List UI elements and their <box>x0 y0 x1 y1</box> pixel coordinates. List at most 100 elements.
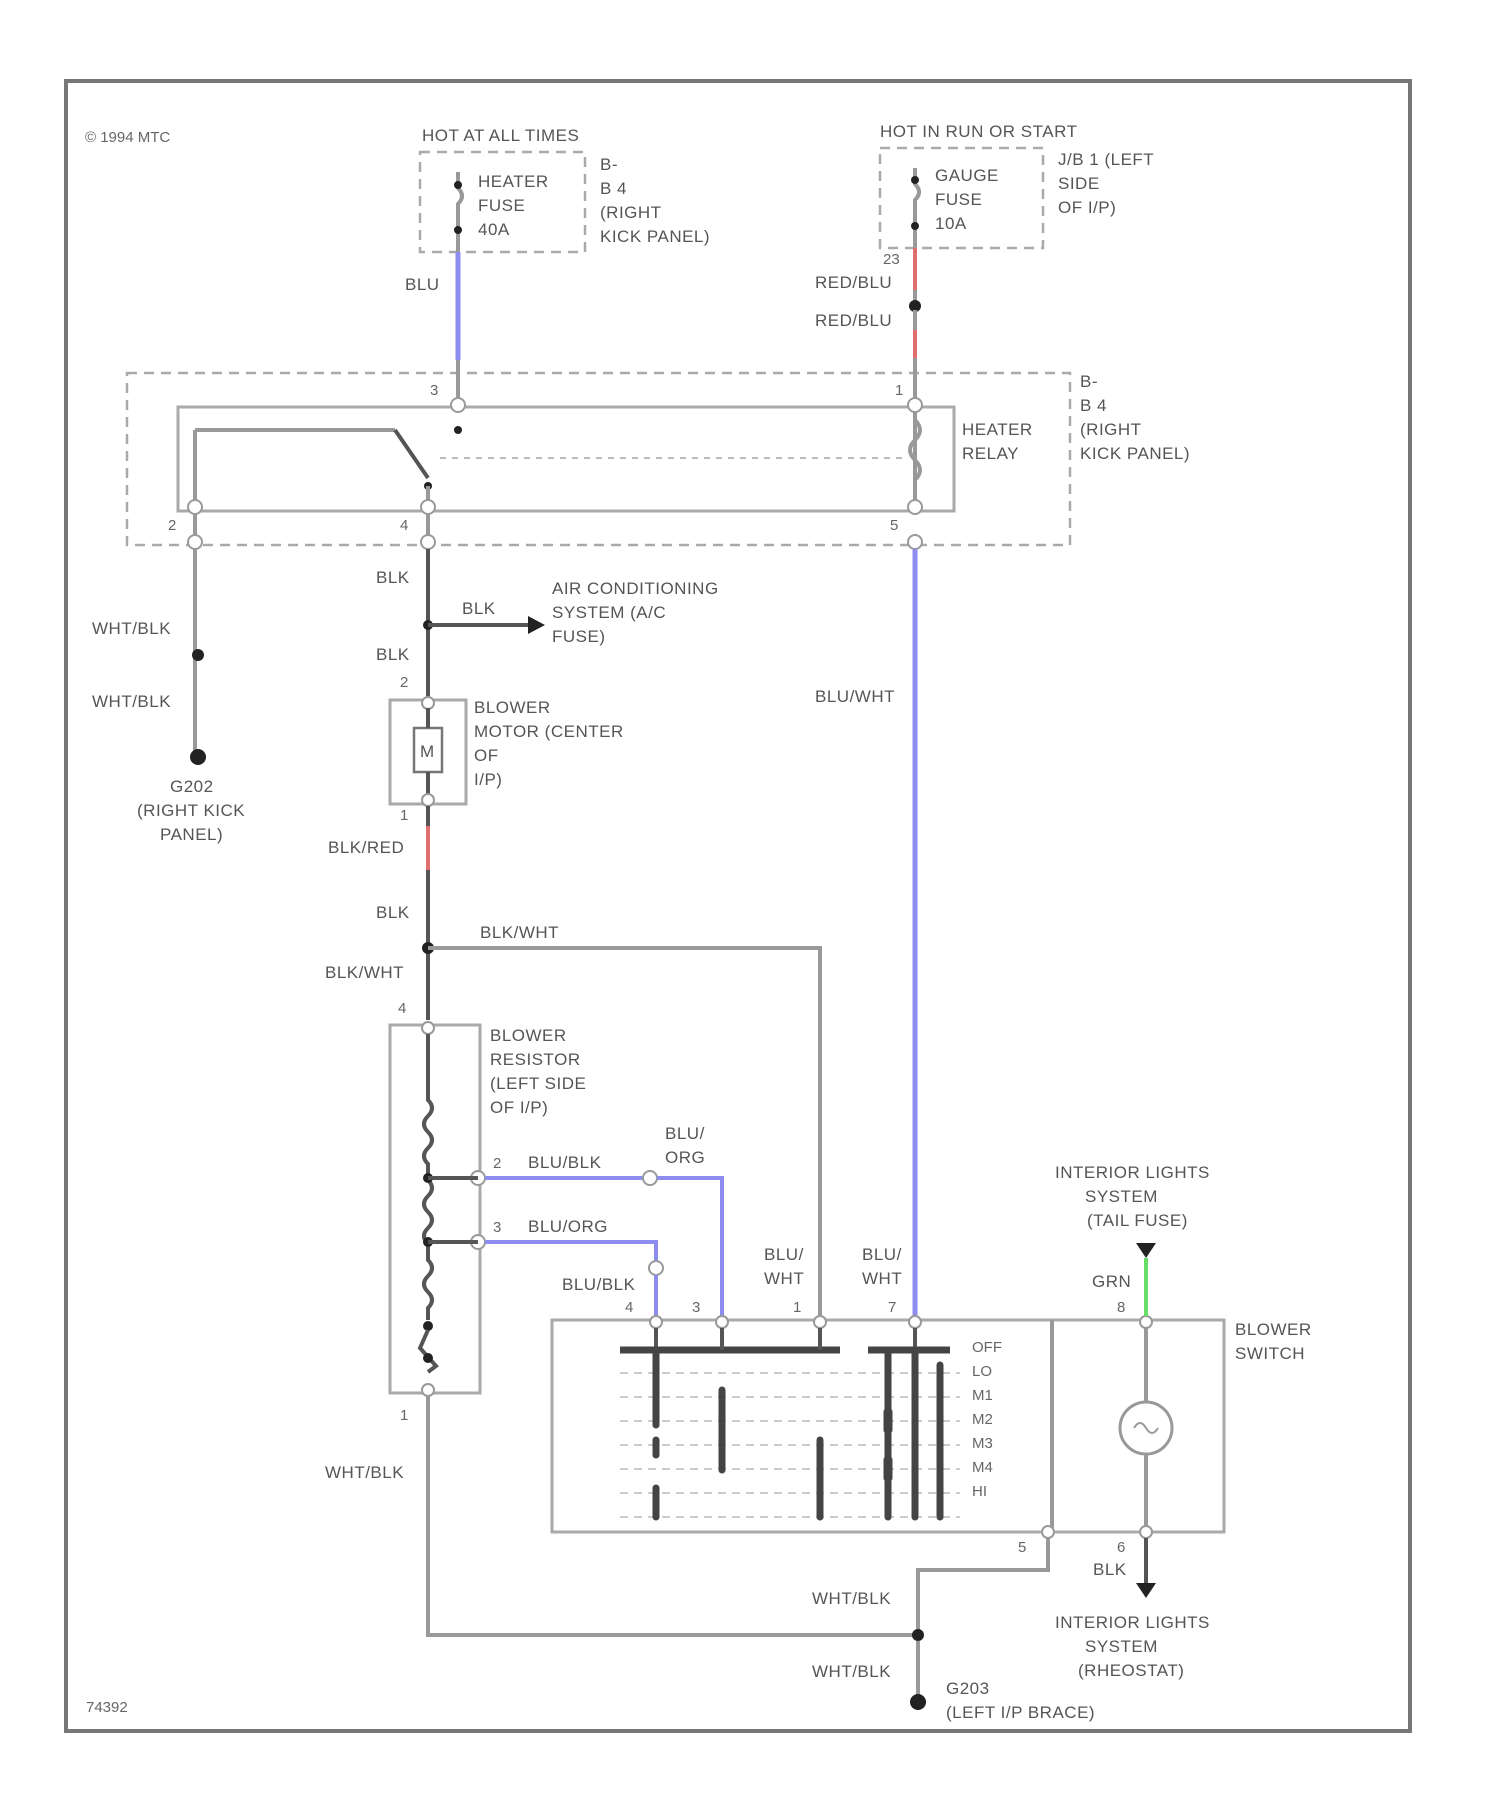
gauge-fuse-group: HOT IN RUN OR START GAUGE FUSE 10A J/B 1… <box>880 122 1154 268</box>
switch-pos-m1: M1 <box>972 1387 993 1404</box>
ground-g203 <box>910 1694 926 1710</box>
gauge-fuse-loc1: J/B 1 (LEFT <box>1058 150 1154 169</box>
pin-relay-5: 5 <box>890 517 898 534</box>
wire-label-red-blu-1: RED/BLU <box>815 273 892 292</box>
arrow-ac <box>528 616 545 634</box>
g203-line1: G203 <box>946 1679 990 1698</box>
interior-rheo-2: SYSTEM <box>1085 1637 1158 1656</box>
interior-tail-1: INTERIOR LIGHTS <box>1055 1163 1210 1182</box>
g203-line2: (LEFT I/P BRACE) <box>946 1703 1095 1722</box>
wire-label-blu-org-b: ORG <box>665 1148 705 1167</box>
pin-sw-3: 3 <box>692 1299 700 1316</box>
relay-loc-4: KICK PANEL) <box>1080 444 1190 463</box>
ac-line2: SYSTEM (A/C <box>552 603 666 622</box>
pin-res-1: 1 <box>400 1407 408 1424</box>
g202-line2: (RIGHT KICK <box>137 801 245 820</box>
pin-relay-4: 4 <box>400 517 408 534</box>
blower-motor-symbol: M <box>420 742 435 761</box>
switch-position-rows <box>620 1373 960 1517</box>
wire-label-wht-blk-3: WHT/BLK <box>325 1463 404 1482</box>
hot-run-start-label: HOT IN RUN OR START <box>880 122 1077 141</box>
pin-sw-5: 5 <box>1018 1539 1026 1556</box>
switch-pos-m4: M4 <box>972 1459 993 1476</box>
wire-blu-org-bottom <box>485 1242 656 1262</box>
resistor-line4: OF I/P) <box>490 1098 548 1117</box>
gauge-fuse-loc2: SIDE <box>1058 174 1100 193</box>
relay-loc-3: (RIGHT <box>1080 420 1142 439</box>
pin-sw-1: 1 <box>793 1299 801 1316</box>
wire-wht-blk-switch-ground <box>918 1538 1048 1635</box>
pin-sw-7: 7 <box>888 1299 896 1316</box>
pin-motor-1: 1 <box>400 807 408 824</box>
wire-label-blk-4: BLK <box>1093 1560 1127 1579</box>
pin-relay-1: 1 <box>895 382 903 399</box>
interior-rheo-3: (RHEOSTAT) <box>1078 1661 1184 1680</box>
blower-motor-line4: I/P) <box>474 770 502 789</box>
heater-fuse-group: HOT AT ALL TIMES HEATER FUSE 40A B- B 4 … <box>420 126 710 252</box>
wire-label-blu-wht-sw1b: WHT <box>764 1269 804 1288</box>
blower-motor: 2 M 1 BLOWER MOTOR (CENTER OF I/P) <box>390 674 624 824</box>
relay-loc-2: B 4 <box>1080 396 1107 415</box>
switch-pos-m2: M2 <box>972 1411 993 1428</box>
switch-pos-hi: HI <box>972 1483 987 1500</box>
gauge-fuse-line1: GAUGE <box>935 166 999 185</box>
wire-label-blk-red: BLK/RED <box>328 838 404 857</box>
wire-label-red-blu-2: RED/BLU <box>815 311 892 330</box>
pin-sw-6: 6 <box>1117 1539 1125 1556</box>
wire-label-wht-blk-4: WHT/BLK <box>812 1589 891 1608</box>
pin-sw-4: 4 <box>625 1299 633 1316</box>
blower-resistor-box <box>390 1025 480 1393</box>
relay-loc-1: B- <box>1080 372 1098 391</box>
wire-label-blk-wht-1: BLK/WHT <box>325 963 404 982</box>
hot-all-times-label: HOT AT ALL TIMES <box>422 126 579 145</box>
switch-contacts <box>656 1350 940 1517</box>
arrow-tail-fuse <box>1136 1243 1156 1258</box>
wire-label-wht-blk-1: WHT/BLK <box>92 619 171 638</box>
wire-label-wht-blk-5: WHT/BLK <box>812 1662 891 1681</box>
relay-name-2: RELAY <box>962 444 1019 463</box>
blower-resistor: 4 1 2 3 BLOWER RESISTOR (LEFT SIDE OF I/… <box>390 1000 586 1424</box>
interior-tail-3: (TAIL FUSE) <box>1087 1211 1188 1230</box>
pin-res-3: 3 <box>493 1219 501 1236</box>
heater-fuse-loc4: KICK PANEL) <box>600 227 710 246</box>
blower-switch-name1: BLOWER <box>1235 1320 1312 1339</box>
wire-label-blu-org-a: BLU/ <box>665 1124 705 1143</box>
relay-name-1: HEATER <box>962 420 1033 439</box>
gauge-fuse-line2: FUSE <box>935 190 982 209</box>
interior-rheo-1: INTERIOR LIGHTS <box>1055 1613 1210 1632</box>
arrow-rheostat <box>1136 1583 1156 1598</box>
blower-motor-line2: MOTOR (CENTER <box>474 722 624 741</box>
pin-res-4: 4 <box>398 1000 406 1017</box>
wire-label-blk-1: BLK <box>376 568 410 587</box>
copyright-text: © 1994 MTC <box>85 129 170 146</box>
ac-line3: FUSE) <box>552 627 606 646</box>
gauge-fuse-loc3: OF I/P) <box>1058 198 1116 217</box>
resistor-line1: BLOWER <box>490 1026 567 1045</box>
pin-relay-3: 3 <box>430 382 438 399</box>
wire-label-blu: BLU <box>405 275 440 294</box>
heater-fuse-loc2: B 4 <box>600 179 627 198</box>
resistor-line3: (LEFT SIDE <box>490 1074 586 1093</box>
heater-fuse-line2: FUSE <box>478 196 525 215</box>
pin-res-2: 2 <box>493 1155 501 1172</box>
wire-label-blk-2: BLK <box>376 645 410 664</box>
wire-label-blk-wht-2: BLK/WHT <box>480 923 559 942</box>
g202-line3: PANEL) <box>160 825 223 844</box>
wire-label-blk-3: BLK <box>376 903 410 922</box>
interior-tail-2: SYSTEM <box>1085 1187 1158 1206</box>
wire-label-wht-blk-2: WHT/BLK <box>92 692 171 711</box>
wire-label-blu-wht-sw7b: WHT <box>862 1269 902 1288</box>
heater-fuse-line1: HEATER <box>478 172 549 191</box>
heater-relay: 3 1 2 4 5 HEATER RELAY B- B 4 (RIGHT KIC… <box>127 358 1190 549</box>
wire-label-blu-blk-2: BLU/BLK <box>562 1275 636 1294</box>
heater-fuse-loc1: B- <box>600 155 618 174</box>
wire-label-blu-wht-sw1a: BLU/ <box>764 1245 804 1264</box>
ground-g202 <box>190 749 206 765</box>
blower-motor-line1: BLOWER <box>474 698 551 717</box>
diagram-frame <box>66 81 1410 1731</box>
wire-label-blu-org-2: BLU/ORG <box>528 1217 608 1236</box>
splice-wht-blk <box>912 1629 924 1641</box>
wire-blk-wht-to-switch <box>428 948 820 1320</box>
switch-pos-off: OFF <box>972 1339 1002 1356</box>
switch-pos-lo: LO <box>972 1363 992 1380</box>
